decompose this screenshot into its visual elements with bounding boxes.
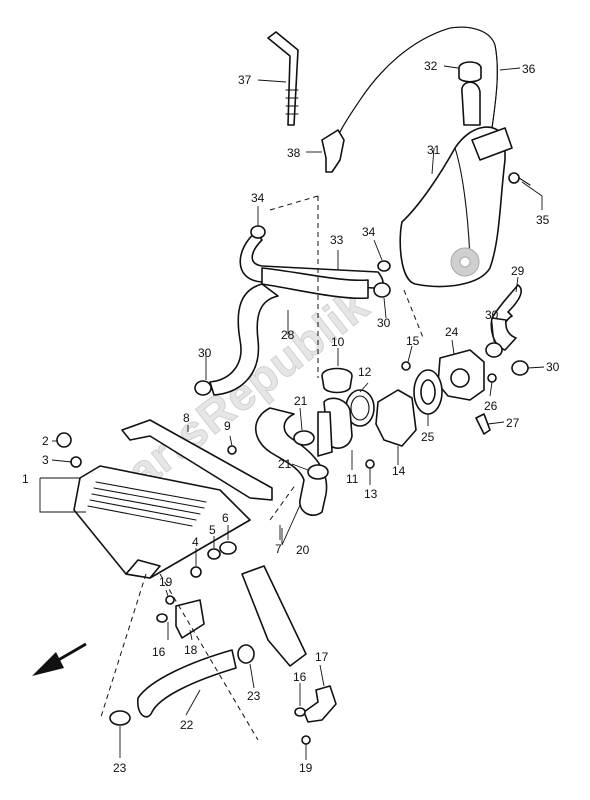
arrow-down-left-icon <box>32 642 87 676</box>
callout-14: 14 <box>392 464 406 478</box>
callout-20: 20 <box>296 543 310 557</box>
gear-logo-icon <box>450 247 480 277</box>
callout-6: 6 <box>222 511 229 525</box>
callout-5: 5 <box>209 523 216 537</box>
leader-lines <box>39 65 545 760</box>
callout-2: 2 <box>42 434 49 448</box>
radiator[interactable] <box>73 465 251 579</box>
callout-27: 27 <box>506 416 520 430</box>
callout-16b: 16 <box>293 670 307 684</box>
clamp-21-bottom[interactable] <box>307 464 329 480</box>
bolt-9[interactable] <box>227 445 237 455</box>
thermostat-valve-11[interactable] <box>317 397 353 457</box>
callout-24: 24 <box>445 325 459 339</box>
thermostat-cover-24[interactable] <box>437 349 485 401</box>
callout-8: 8 <box>183 411 190 425</box>
callout-21b: 21 <box>278 457 292 471</box>
callout-28: 28 <box>281 328 295 342</box>
cap-10[interactable] <box>321 367 353 394</box>
hose-joint-38[interactable] <box>321 129 345 173</box>
clip-16-upper[interactable] <box>156 613 168 623</box>
callout-7: 7 <box>275 542 282 556</box>
bolt-19-lower[interactable] <box>301 735 311 745</box>
callout-30b: 30 <box>377 316 391 330</box>
assembly-line-f <box>269 483 297 521</box>
clamp-30-right-b[interactable] <box>511 360 529 376</box>
callout-13: 13 <box>364 487 378 501</box>
bracket-8[interactable] <box>121 419 273 501</box>
callout-34b: 34 <box>362 225 376 239</box>
gasket-12[interactable] <box>345 389 375 427</box>
clamp-30-right-a[interactable] <box>485 342 503 358</box>
washer-5[interactable] <box>207 548 221 560</box>
sensor-27[interactable] <box>475 413 491 435</box>
callout-21a: 21 <box>294 394 308 408</box>
clamp-34-left[interactable] <box>250 225 266 239</box>
clip-16-lower[interactable] <box>294 707 306 717</box>
callout-11: 11 <box>346 472 359 486</box>
callout-31: 31 <box>427 143 441 157</box>
hose-22[interactable] <box>137 649 237 718</box>
callout-10: 10 <box>331 335 345 349</box>
callout-22: 22 <box>180 718 194 732</box>
callout-38: 38 <box>287 146 301 160</box>
callouts: 1 2 3 4 5 6 7 8 9 10 11 12 13 14 15 16 1… <box>22 59 560 775</box>
callout-34a: 34 <box>251 191 265 205</box>
bracket-17[interactable] <box>303 685 337 723</box>
reservoir-tank[interactable] <box>399 61 513 288</box>
callout-4: 4 <box>192 535 199 549</box>
callout-9: 9 <box>224 419 231 433</box>
callout-23b: 23 <box>247 689 261 703</box>
callout-35: 35 <box>536 213 550 227</box>
callout-23a: 23 <box>113 761 127 775</box>
bracket-18[interactable] <box>175 599 205 639</box>
thermostat-housing-14[interactable] <box>375 389 417 447</box>
bolt-26[interactable] <box>487 373 497 383</box>
callout-25: 25 <box>421 430 435 444</box>
callout-1: 1 <box>22 472 29 486</box>
callout-30c: 30 <box>485 308 499 322</box>
assembly-line-b <box>269 195 319 211</box>
spacer-6[interactable] <box>219 541 237 555</box>
callout-30a: 30 <box>198 346 212 360</box>
hose-28[interactable] <box>209 267 369 396</box>
cap-2[interactable] <box>56 432 72 448</box>
clamp-34-right[interactable] <box>377 260 391 272</box>
callout-36: 36 <box>522 62 536 76</box>
callout-12: 12 <box>358 365 372 379</box>
assembly-line-d <box>99 573 147 721</box>
callout-19a: 19 <box>159 575 173 589</box>
washer-3[interactable] <box>70 456 82 468</box>
clamp-23-left[interactable] <box>109 710 131 726</box>
callout-15: 15 <box>406 334 420 348</box>
callout-16a: 16 <box>152 645 166 659</box>
callout-18: 18 <box>184 643 198 657</box>
overflow-hose[interactable] <box>339 26 498 133</box>
callout-33: 33 <box>330 233 344 247</box>
bolt-19-upper[interactable] <box>165 595 175 605</box>
callout-26: 26 <box>484 399 498 413</box>
callout-19b: 19 <box>299 761 313 775</box>
clamp-23-right[interactable] <box>237 644 255 664</box>
callout-32: 32 <box>424 59 438 73</box>
assembly-line-c <box>403 289 425 341</box>
callout-29: 29 <box>511 264 525 278</box>
hose-29[interactable] <box>490 284 522 351</box>
clamp-30-hose28[interactable] <box>194 380 212 396</box>
bolt-35[interactable] <box>508 172 531 186</box>
callout-37: 37 <box>238 73 252 87</box>
bolt-13[interactable] <box>365 459 375 469</box>
bolt-4[interactable] <box>190 566 202 578</box>
clamp-30-center[interactable] <box>373 282 391 298</box>
callout-17: 17 <box>315 650 329 664</box>
bolt-15[interactable] <box>401 361 411 371</box>
breather-hose-37[interactable] <box>267 31 299 126</box>
callout-3: 3 <box>42 453 49 467</box>
clamp-21-top[interactable] <box>293 430 315 446</box>
guard-panel[interactable] <box>241 565 307 667</box>
thermostat-25[interactable] <box>413 369 443 415</box>
callout-30d: 30 <box>546 360 560 374</box>
hose-20[interactable] <box>255 407 328 516</box>
